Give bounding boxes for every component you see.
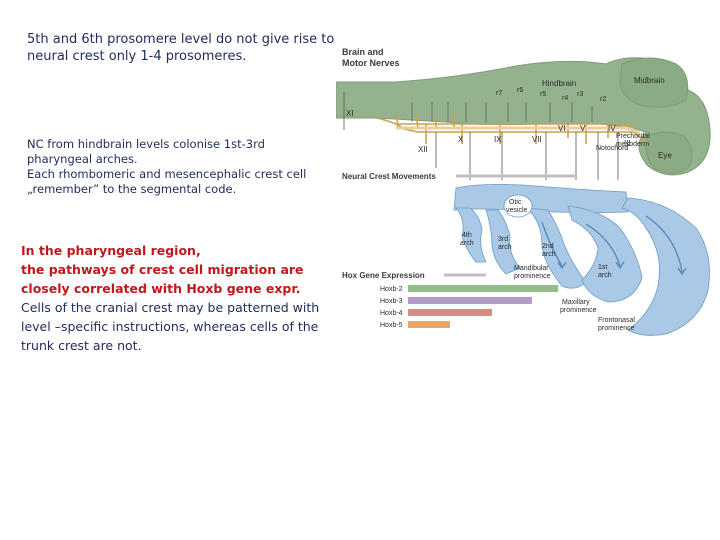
otic-label-1: Otic (509, 199, 522, 206)
arch2-label-1: 2nd (542, 243, 554, 250)
hoxb3-label: Hoxb-3 (380, 298, 403, 305)
nerve-label-xii: XII (418, 145, 428, 154)
frontonasal-label-2: prominence (598, 325, 635, 332)
hoxb2-label: Hoxb-2 (380, 286, 403, 293)
notochord-label: Notochord (596, 145, 628, 152)
otic-label-2: vesicle (506, 207, 528, 214)
arrow-arch1 (585, 223, 621, 267)
nerve-label-iv: IV (608, 124, 616, 133)
arch3-label-1: 3rd (498, 236, 508, 243)
crest-arch1 (567, 205, 643, 303)
panel3-title-bg (336, 268, 444, 282)
rhombomere-r4: r4 (562, 95, 568, 102)
mandibular-label-2: prominence (514, 273, 551, 280)
arrow-head-1 (557, 261, 567, 270)
brain-shape (336, 57, 711, 176)
panel1-title-line2: Motor Nerves (342, 58, 400, 68)
mandibular-label-1: Mandibular (514, 265, 549, 272)
nerve-label-xi: XI (346, 109, 354, 118)
arch1-label-2: arch (598, 272, 612, 279)
hoxb4-label: Hoxb-4 (380, 310, 403, 317)
pharyngeal-note: In the pharyngeal region, the pathways o… (21, 241, 333, 355)
hoxb5-bar (408, 321, 450, 328)
nerve-label-ix: IX (494, 135, 502, 144)
arch1-label-1: 1st (598, 264, 607, 271)
frontonasal-label-1: Frontonasal (598, 317, 635, 324)
nerve-fan-3 (415, 113, 419, 129)
crest-arch4 (455, 207, 487, 263)
arch4-label-1: 4th (462, 232, 472, 239)
nerve-label-vii: VII (532, 135, 542, 144)
nerve-label-v: V (580, 124, 586, 133)
eye-shape (645, 131, 693, 174)
hindbrain-label: Hindbrain (542, 79, 576, 88)
hoxb5-label: Hoxb-5 (380, 322, 403, 329)
nerve-label-vi: VI (558, 124, 566, 133)
rhombomere-r6: r6 (517, 87, 523, 94)
prechordal-label-2: mesoderm (616, 141, 649, 148)
arch4-label-2: arch (460, 240, 474, 247)
arch3-label-2: arch (498, 244, 512, 251)
panel1-title-line1: Brain and (342, 47, 384, 57)
prechordal-label-1: Prechordal (616, 133, 650, 140)
rhombomere-r7: r7 (496, 90, 502, 97)
arrow-head-3 (677, 267, 687, 276)
hoxb2-bar (408, 285, 558, 292)
migration-arrows (541, 215, 687, 276)
otic-vesicle (503, 194, 533, 218)
notochord (396, 126, 642, 136)
maxillary-label-2: prominence (560, 307, 597, 314)
panel1-title-bg (336, 40, 416, 80)
neural-crest-figure: Brain and Motor Nerves Hindbrain Midbrai… (336, 40, 711, 336)
arrow-arch2 (541, 221, 563, 267)
crest-dorsal-band (453, 184, 629, 214)
panel2-title-bg (336, 168, 456, 182)
panel3-title: Hox Gene Expression (342, 271, 425, 280)
hoxb4-bar (408, 309, 492, 316)
nerve-label-iii: III (624, 139, 631, 148)
midbrain-label: Midbrain (634, 76, 665, 85)
maxillary-label-1: Maxillary (562, 299, 590, 306)
eye-label: Eye (658, 151, 672, 160)
hindbrain-crest-note: NC from hindbrain levels colonise 1st-3r… (27, 137, 307, 196)
arrow-frontonasal (645, 215, 683, 273)
midbrain-shape (619, 57, 689, 108)
arrow-head-2 (615, 261, 625, 270)
nerve-label-x: X (458, 135, 464, 144)
crest-arch3 (485, 209, 521, 275)
crest-arch2 (524, 207, 587, 289)
rhombomere-r2: r2 (600, 96, 606, 103)
hoxb3-bar (408, 297, 532, 304)
crest-streams (453, 184, 710, 336)
arch2-label-2: arch (542, 251, 556, 258)
crest-frontonasal (621, 197, 710, 336)
pharyngeal-note-plain: Cells of the cranial crest may be patter… (21, 300, 320, 353)
pharyngeal-note-bold: In the pharyngeal region, the pathways o… (21, 243, 304, 296)
nerve-iii (625, 123, 649, 143)
rhombomere-r5: r5 (540, 91, 546, 98)
rhombomere-r3: r3 (577, 91, 583, 98)
prosomere-note: 5th and 6th prosomere level do not give … (27, 32, 335, 64)
panel2-title: Neural Crest Movements (342, 172, 436, 181)
